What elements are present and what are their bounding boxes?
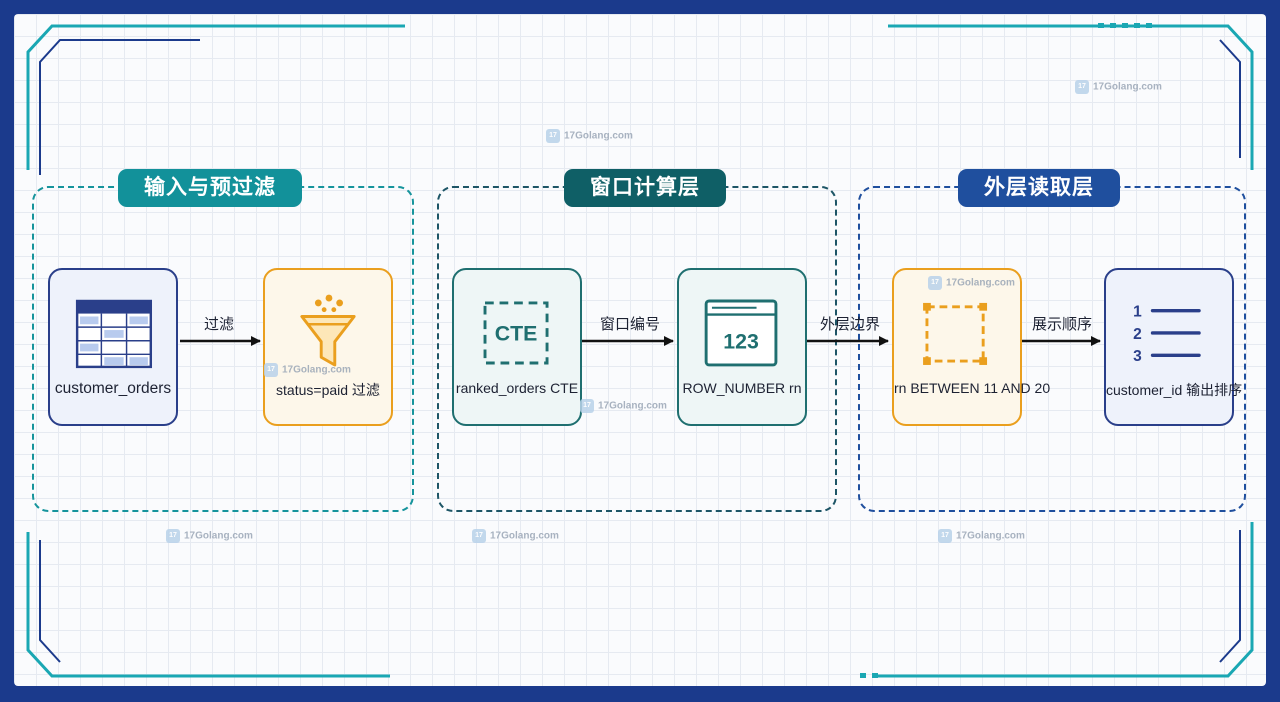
node-row-number: 123 ROW_NUMBER rn (677, 268, 807, 426)
cte-icon-text: CTE (495, 322, 538, 346)
node-customer-orders: customer_orders (48, 268, 178, 426)
watermark-logo-icon: 17 (264, 363, 278, 377)
watermark-logo-icon: 17 (546, 129, 560, 143)
edge-label-outer-boundary: 外层边界 (820, 316, 881, 333)
node-customer-id-output: 1 2 3 customer_id 输出排序 (1104, 268, 1243, 426)
group-title-input-prefilter: 输入与预过滤 (118, 169, 302, 207)
watermark-logo-icon: 17 (1075, 80, 1089, 94)
list-number-2: 2 (1133, 326, 1142, 343)
table-icon (75, 299, 153, 369)
node-label: customer_id 输出排序 (1106, 382, 1243, 398)
watermark-logo-icon: 17 (928, 276, 942, 290)
window-icon: 123 (704, 299, 778, 367)
node-ranked-orders-cte: CTE ranked_orders CTE (452, 268, 582, 426)
node-label: ROW_NUMBER rn (682, 380, 802, 396)
numbered-list-icon: 1 2 3 (1133, 303, 1201, 365)
window-icon-text: 123 (723, 329, 759, 353)
edge-label-display-order: 展示顺序 (1032, 316, 1093, 333)
selection-box-icon (923, 302, 988, 365)
node-label: ranked_orders CTE (455, 380, 579, 396)
edge-label-window-number: 窗口编号 (600, 316, 661, 333)
list-number-3: 3 (1133, 348, 1142, 365)
cte-icon: CTE (483, 301, 549, 365)
node-label: customer_orders (54, 380, 172, 397)
edge-label-filter: 过滤 (204, 316, 235, 333)
watermark-logo-icon: 17 (166, 529, 180, 543)
node-rn-between: rn BETWEEN 11 AND 20 (892, 268, 1051, 426)
funnel-icon (300, 294, 356, 367)
watermark-logo-icon: 17 (472, 529, 486, 543)
watermark-logo-icon: 17 (580, 399, 594, 413)
group-title-window-compute: 窗口计算层 (564, 169, 726, 207)
node-label: status=paid 过滤 (276, 382, 380, 398)
list-number-1: 1 (1133, 303, 1142, 320)
node-label: rn BETWEEN 11 AND 20 (894, 380, 1051, 396)
watermark-logo-icon: 17 (938, 529, 952, 543)
group-title-outer-read: 外层读取层 (958, 169, 1120, 207)
node-status-filter: status=paid 过滤 (263, 268, 393, 426)
grid-canvas (14, 14, 1266, 686)
